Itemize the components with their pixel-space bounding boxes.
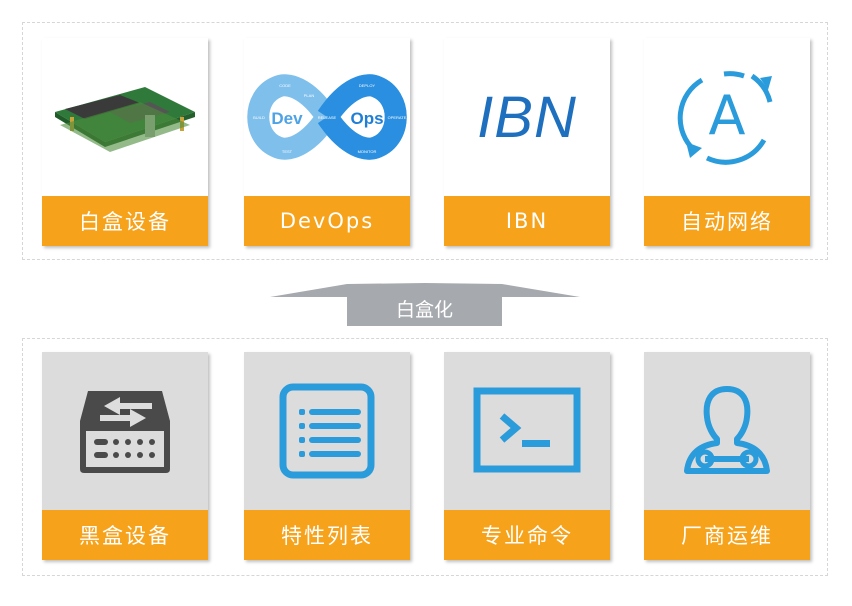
terminal-icon: [444, 352, 610, 510]
card-label: 自动网络: [644, 196, 810, 246]
card-black-box-device: 黑盒设备: [42, 352, 208, 560]
card-label: 厂商运维: [644, 510, 810, 560]
auto-cycle-a-icon: A: [644, 38, 810, 196]
svg-text:OPERATE: OPERATE: [388, 115, 407, 120]
svg-text:CODE: CODE: [279, 83, 291, 88]
card-label: IBN: [444, 196, 610, 246]
network-switch-icon: [42, 352, 208, 510]
ibn-logo: IBN: [477, 84, 577, 150]
card-devops: Dev Ops CODE PLAN BUILD TEST RELEASE DEP…: [244, 38, 410, 246]
devops-infinity-logo: Dev Ops CODE PLAN BUILD TEST RELEASE DEP…: [244, 38, 410, 196]
svg-text:A: A: [709, 84, 746, 147]
feature-list-icon: [244, 352, 410, 510]
card-professional-commands: 专业命令: [444, 352, 610, 560]
svg-text:MONITOR: MONITOR: [358, 149, 377, 154]
maintenance-person-icon: [644, 352, 810, 510]
card-label: 专业命令: [444, 510, 610, 560]
ops-text: Ops: [350, 109, 383, 128]
svg-text:PLAN: PLAN: [304, 93, 315, 98]
card-label: 特性列表: [244, 510, 410, 560]
card-vendor-maintenance: 厂商运维: [644, 352, 810, 560]
svg-text:BUILD: BUILD: [253, 115, 265, 120]
card-ibn: IBN IBN: [444, 38, 610, 246]
card-label: 白盒设备: [42, 196, 208, 246]
card-feature-list: 特性列表: [244, 352, 410, 560]
svg-text:RELEASE: RELEASE: [318, 115, 337, 120]
card-label: 黑盒设备: [42, 510, 208, 560]
card-label: DevOps: [244, 196, 410, 246]
dev-text: Dev: [271, 109, 303, 128]
white-box-group: [22, 22, 828, 260]
svg-text:TEST: TEST: [282, 149, 293, 154]
black-box-group: [22, 338, 828, 576]
circuit-board-image: [42, 38, 208, 196]
svg-text:DEPLOY: DEPLOY: [359, 83, 376, 88]
card-auto-network: A 自动网络: [644, 38, 810, 246]
card-white-box-device: 白盒设备: [42, 38, 208, 246]
transition-label: 白盒化: [395, 298, 453, 321]
